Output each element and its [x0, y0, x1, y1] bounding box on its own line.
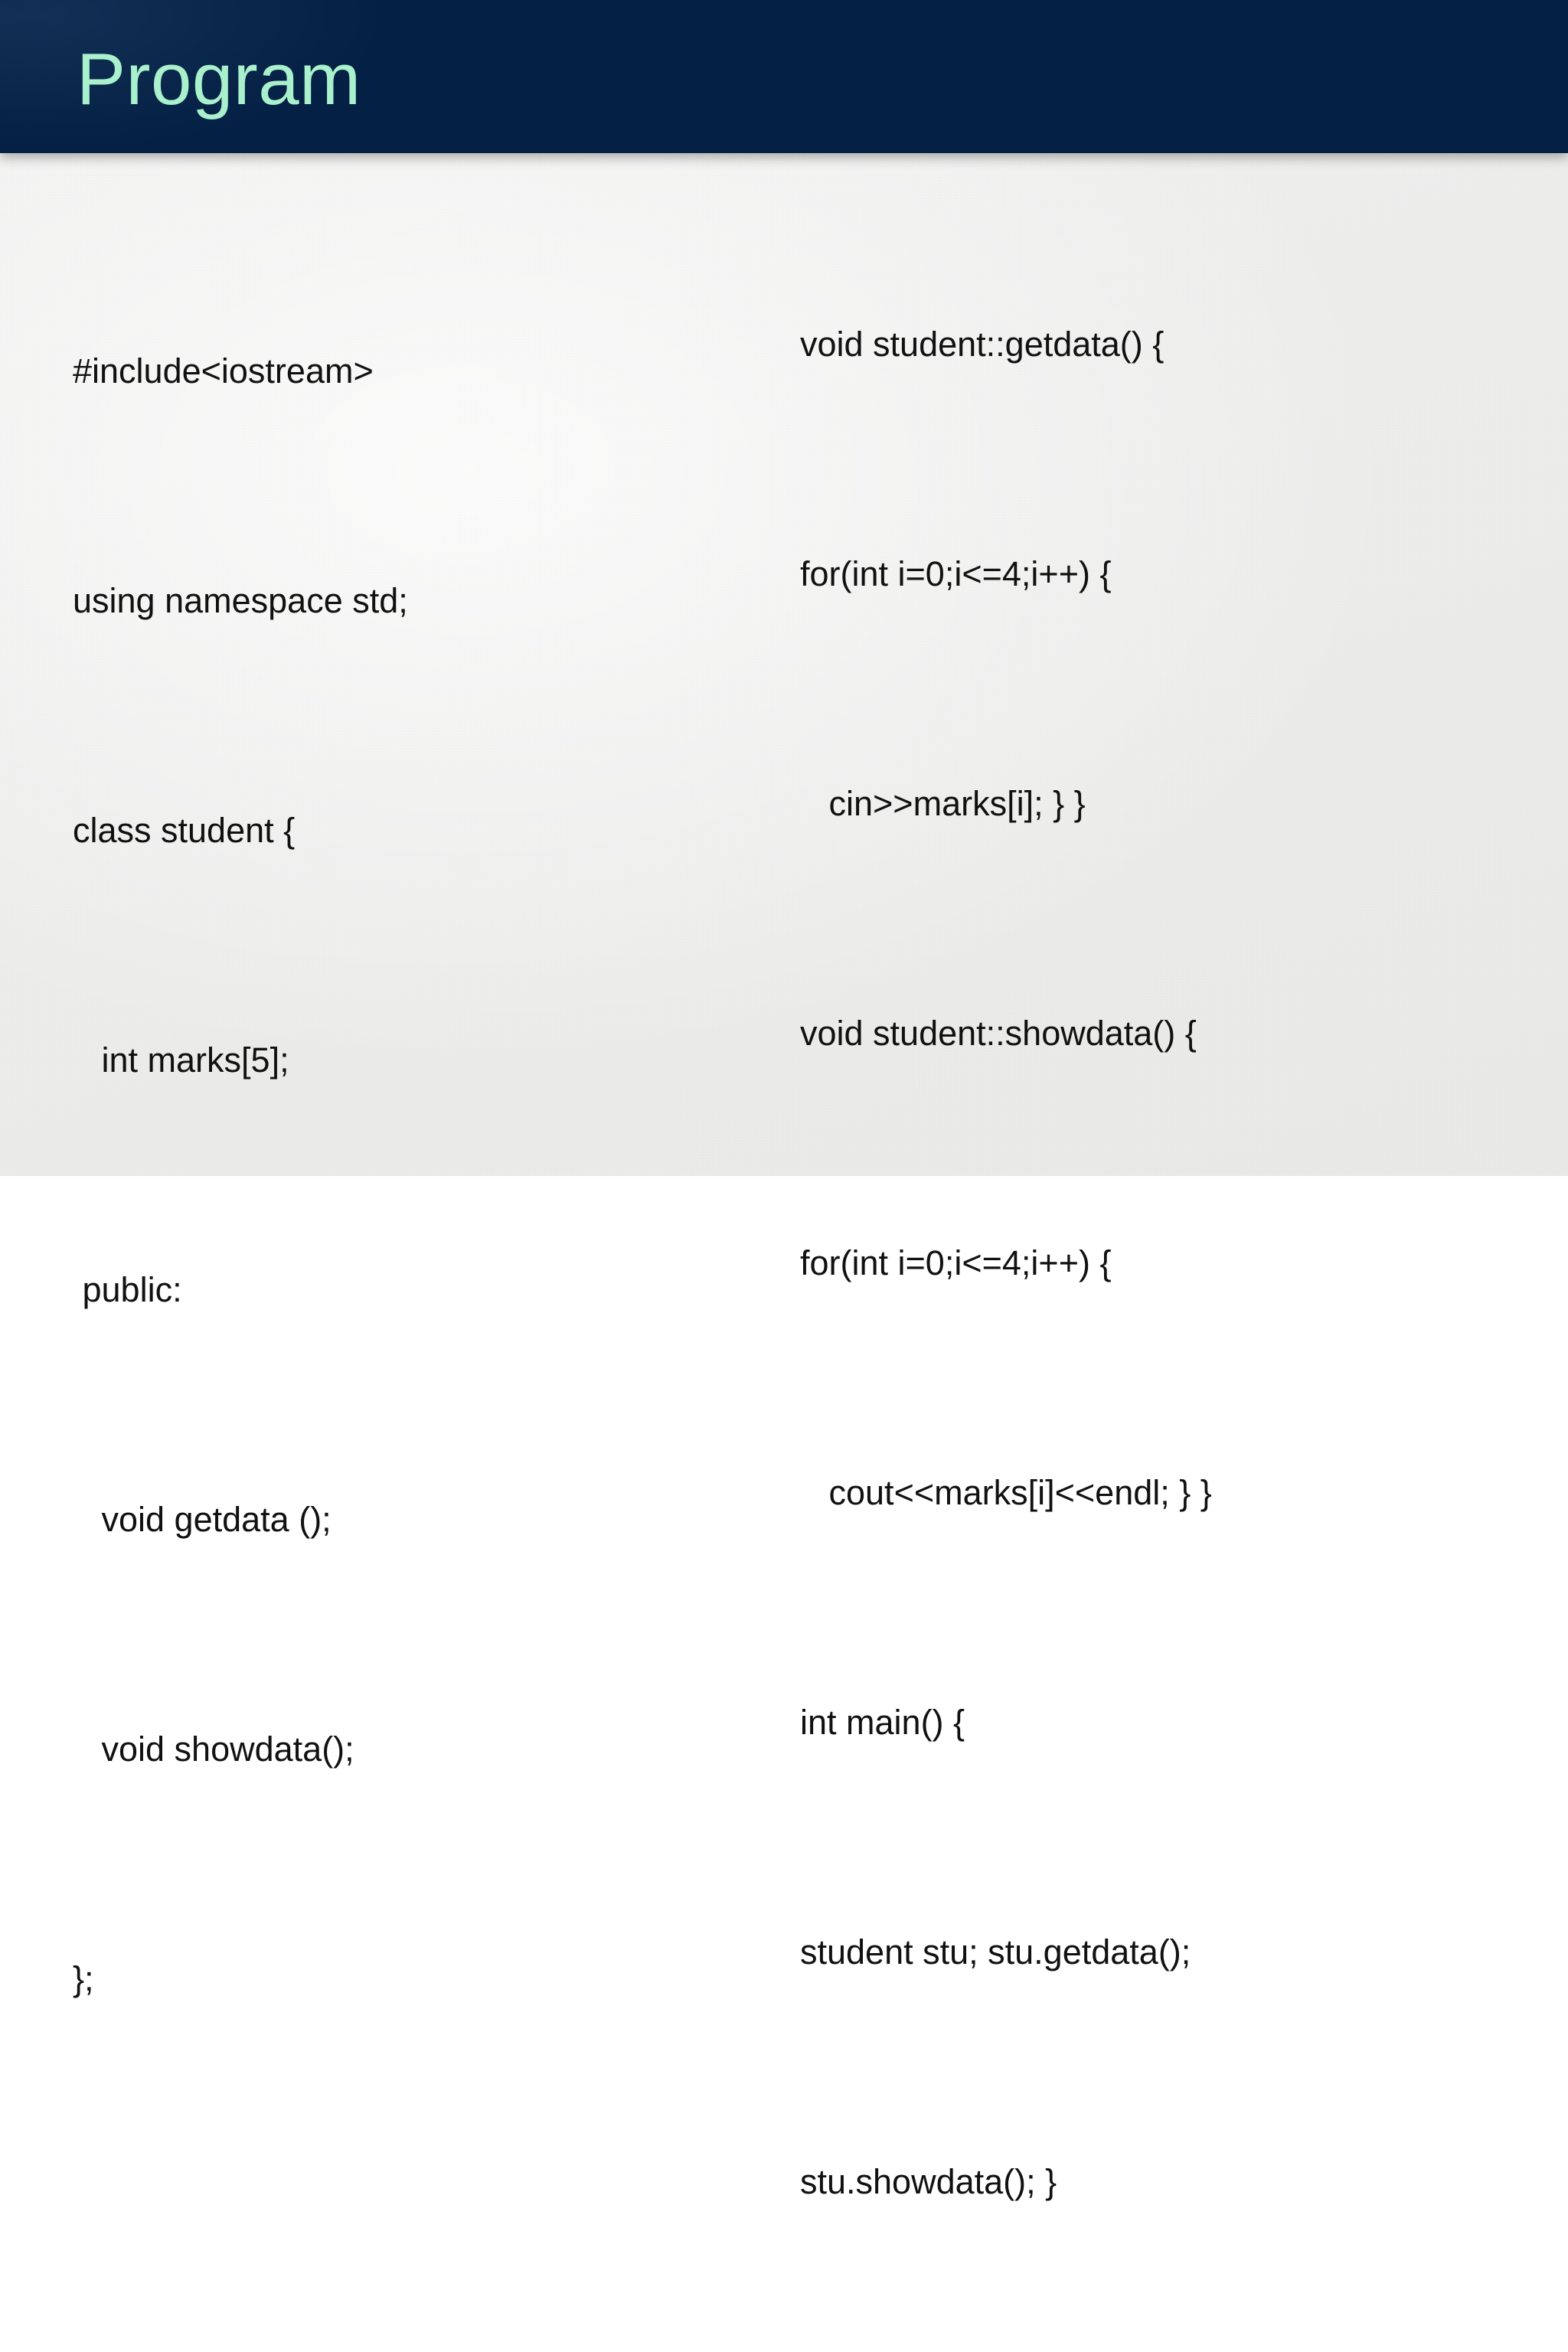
code-line: for(int i=0;i<=4;i++) {	[800, 554, 1112, 593]
code-line: void getdata ();	[73, 1500, 332, 1539]
slide-header-bar: Program	[0, 0, 1568, 153]
code-line: };	[73, 1959, 94, 1998]
code-line: using namespace std;	[73, 581, 408, 620]
code-line: void student::getdata() {	[800, 325, 1165, 364]
code-line: void student::showdata() {	[800, 1014, 1197, 1053]
code-line: public:	[73, 1270, 182, 1309]
code-line: student stu; stu.getdata();	[800, 1932, 1191, 1971]
code-line: int marks[5];	[73, 1040, 289, 1080]
code-block-right: void student::getdata() { for(int i=0;i<…	[800, 153, 1489, 2352]
code-line: cin>>marks[i]; } }	[800, 784, 1086, 823]
code-line: int main() {	[800, 1703, 965, 1742]
code-line: #include<iostream>	[73, 351, 374, 390]
code-line: cout<<marks[i]<<endl; } }	[800, 1473, 1212, 1512]
code-line: class student {	[73, 811, 296, 850]
code-line: stu.showdata(); }	[800, 2162, 1057, 2201]
slide: Program #include<iostream> using namespa…	[0, 0, 1568, 2201]
page-title: Program	[77, 38, 361, 120]
code-line: void showdata();	[73, 1730, 354, 1769]
slide-content: #include<iostream> using namespace std; …	[0, 153, 1568, 2201]
code-block-left: #include<iostream> using namespace std; …	[73, 180, 655, 2171]
code-line: for(int i=0;i<=4;i++) {	[800, 1243, 1112, 1282]
